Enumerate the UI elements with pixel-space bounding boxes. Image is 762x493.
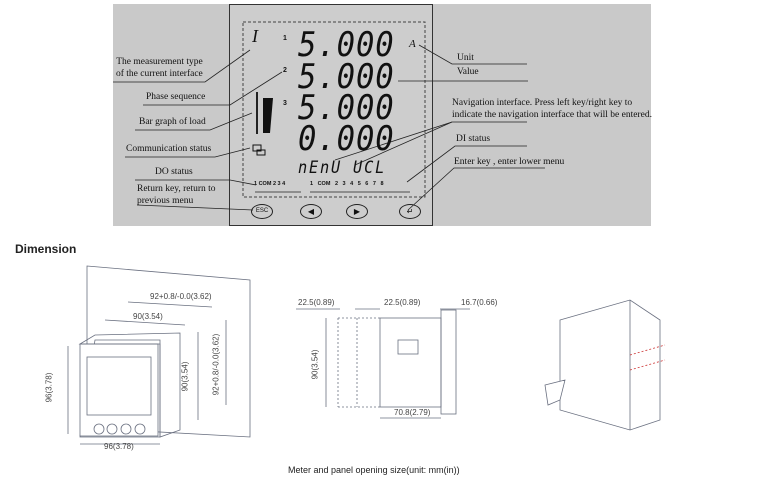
label-navigation: Navigation interface. Press left key/rig… [452, 97, 652, 121]
label-line: of the current interface [116, 69, 203, 79]
value-row-1: 5.000 [298, 25, 395, 65]
dim-side-height: 90(3.54) [310, 349, 320, 380]
label-return-key: Return key, return to previous menu [137, 183, 216, 207]
phase-number-1: 1 [283, 35, 287, 42]
dim-front-body-height: 90(3.54) [180, 361, 190, 392]
enter-button[interactable]: ↵ [399, 204, 421, 219]
value-row-2: 5.000 [298, 57, 395, 97]
dim-front-width: 96(3.78) [104, 442, 134, 451]
label-do-status: DO status [155, 167, 193, 177]
label-communication-status: Communication status [126, 144, 212, 154]
dimension-heading: Dimension [15, 242, 77, 256]
label-value: Value [457, 67, 479, 77]
bar-graph-icon [256, 92, 273, 134]
phase-number-2: 2 [283, 67, 287, 74]
label-bar-graph: Bar graph of load [139, 117, 206, 127]
do-scale: 1 COM 2 3 4 [254, 181, 286, 187]
label-line: Navigation interface. Press left key/rig… [452, 98, 633, 108]
label-line: Return key, return to [137, 184, 216, 194]
navigation-text: nEnU UCL [298, 158, 387, 178]
label-di-status: DI status [456, 134, 491, 144]
front-view-drawing [67, 265, 251, 445]
label-line: indicate the navigation interface that w… [452, 110, 652, 120]
left-button[interactable]: ◀ [300, 204, 322, 219]
dim-side-front-depth: 16.7(0.66) [461, 298, 498, 307]
di-scale: 1 COM 2 3 4 5 6 7 8 [310, 181, 384, 187]
label-line: previous menu [137, 196, 194, 206]
dimension-caption: Meter and panel opening size(unit: mm(in… [288, 465, 460, 475]
dim-side-gap-2: 22.5(0.89) [384, 298, 421, 307]
rear-view-drawing [544, 299, 666, 431]
value-row-3: 5.000 [298, 88, 395, 128]
label-phase-sequence: Phase sequence [146, 92, 206, 102]
dim-front-opening-width: 92+0.8/-0.0(3.62) [150, 292, 212, 301]
return-button[interactable]: ESC [251, 204, 273, 219]
side-view-drawing [296, 308, 470, 419]
dim-side-depth: 70.8(2.79) [394, 408, 431, 417]
right-button[interactable]: ▶ [346, 204, 368, 219]
unit-symbol: A [409, 38, 416, 50]
label-unit: Unit [457, 53, 474, 63]
dim-side-gap-1: 22.5(0.89) [298, 298, 335, 307]
dim-front-height: 96(3.78) [44, 372, 54, 403]
label-line: The measurement type [116, 57, 203, 67]
communication-icon [252, 144, 266, 156]
phase-number-3: 3 [283, 100, 287, 107]
dim-front-opening-height: 92+0.8/-0.0(3.62) [211, 333, 221, 396]
label-enter-key: Enter key , enter lower menu [454, 157, 565, 167]
label-measurement-type: The measurement type of the current inte… [116, 56, 203, 80]
value-row-4: 0.000 [298, 119, 395, 159]
measurement-type-symbol: I [252, 26, 258, 46]
dim-front-body-width: 90(3.54) [133, 312, 163, 321]
